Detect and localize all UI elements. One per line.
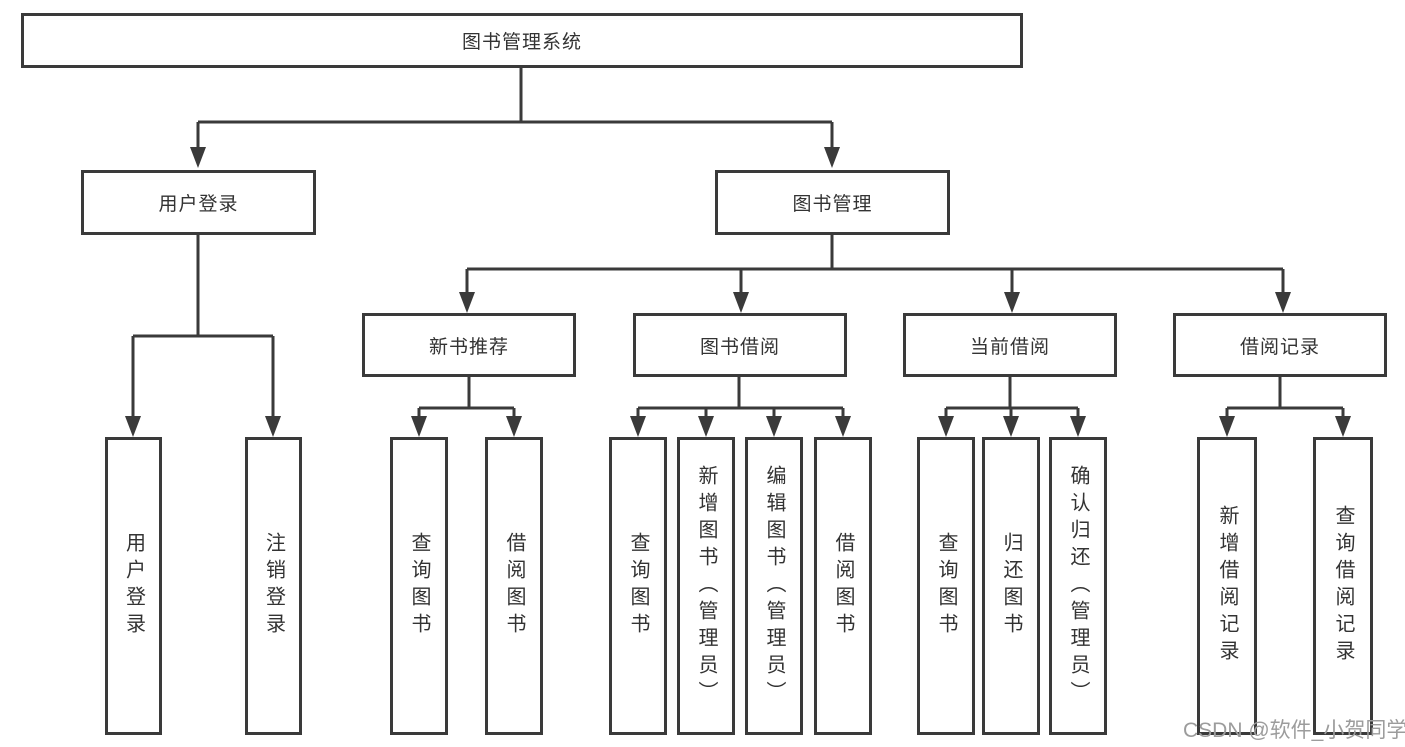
node-label: 查询图书 [935, 532, 957, 640]
node-label: 新增图书（管理员） [695, 464, 717, 708]
leaf-return-books: 归还图书 [982, 437, 1040, 735]
node-user-login-branch: 用户登录 [81, 170, 316, 235]
connector-path [131, 68, 1345, 418]
node-label: 图书借阅 [699, 336, 780, 358]
node-label: 当前借阅 [969, 336, 1050, 358]
node-current-borrowing: 当前借阅 [903, 313, 1117, 377]
node-book-management-system: 图书管理系统 [21, 13, 1023, 68]
node-label: 借阅图书 [503, 532, 525, 640]
leaf-borrow-books-2: 借阅图书 [814, 437, 872, 735]
node-label: 图书管理 [792, 194, 873, 215]
node-label: 用户登录 [158, 194, 239, 215]
node-label: 新书推荐 [428, 336, 509, 358]
leaf-borrow-books-1: 借阅图书 [485, 437, 543, 735]
node-label: 借阅图书 [832, 532, 854, 640]
node-label: 图书管理系统 [461, 32, 582, 53]
leaf-query-books-2: 查询图书 [609, 437, 667, 735]
node-book-management-branch: 图书管理 [715, 170, 950, 235]
node-label: 确认归还（管理员） [1067, 464, 1089, 708]
leaf-logout: 注销登录 [245, 437, 302, 735]
csdn-watermark: CSDN @软件_小贺同学 [1183, 719, 1405, 742]
node-borrowing-records: 借阅记录 [1173, 313, 1387, 377]
node-label: 注销登录 [262, 532, 285, 640]
node-label: 用户登录 [122, 532, 145, 640]
node-label: 查询借阅记录 [1332, 505, 1354, 667]
node-label: 借阅记录 [1239, 336, 1320, 358]
node-label: 编辑图书（管理员） [763, 464, 785, 708]
node-label: 新增借阅记录 [1216, 505, 1238, 667]
leaf-add-books-admin: 新增图书（管理员） [677, 437, 735, 735]
node-book-borrowing: 图书借阅 [633, 313, 847, 377]
leaf-edit-books-admin: 编辑图书（管理员） [745, 437, 803, 735]
leaf-user-login: 用户登录 [105, 437, 162, 735]
arrowheads [125, 147, 1351, 437]
leaf-confirm-return-admin: 确认归还（管理员） [1049, 437, 1107, 735]
leaf-add-borrow-record: 新增借阅记录 [1197, 437, 1257, 735]
leaf-query-borrow-record: 查询借阅记录 [1313, 437, 1373, 735]
node-label: 归还图书 [1000, 532, 1022, 640]
node-label: 查询图书 [627, 532, 649, 640]
node-new-book-recommendation: 新书推荐 [362, 313, 576, 377]
node-label: 查询图书 [408, 532, 430, 640]
leaf-query-books-3: 查询图书 [917, 437, 975, 735]
leaf-query-books-1: 查询图书 [390, 437, 448, 735]
